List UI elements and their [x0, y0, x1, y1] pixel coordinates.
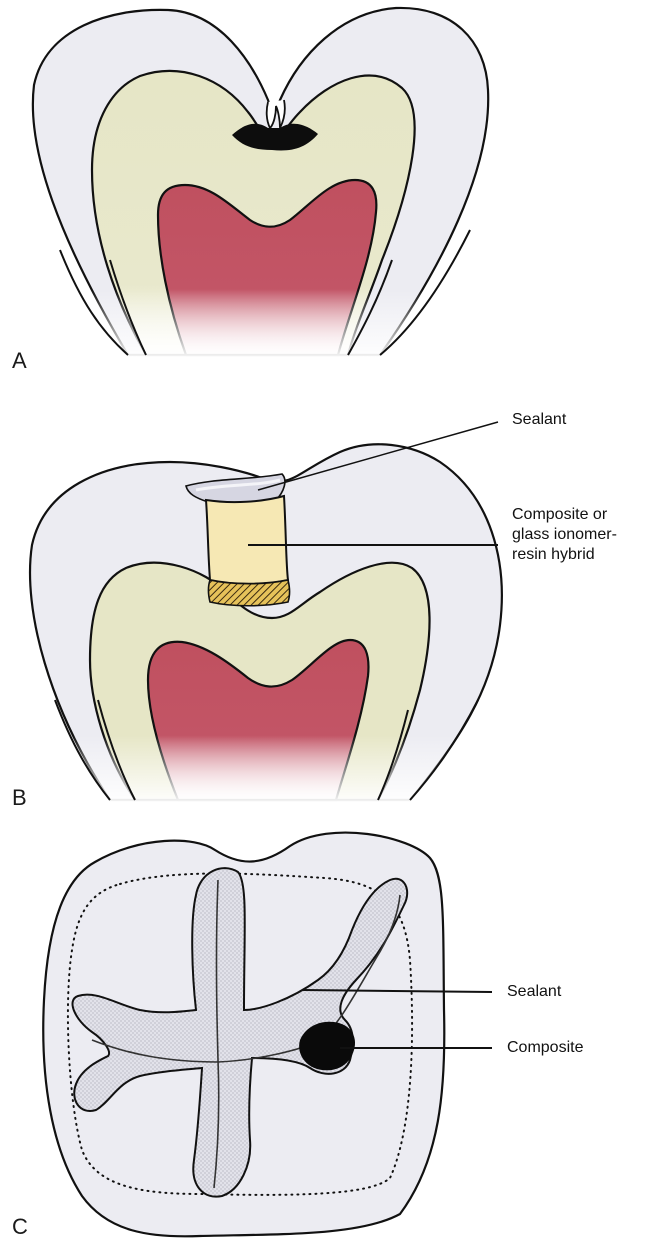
- panel-b-letter: B: [12, 785, 27, 811]
- panel-b-restoration-label-line1: Composite or: [512, 505, 607, 525]
- panel-b-restoration-label-line2: glass ionomer-: [512, 525, 617, 545]
- panel-c-occlusal-view: [43, 833, 444, 1237]
- panel-b-tooth: [20, 444, 502, 805]
- panel-b-restoration-label-line3: resin hybrid: [512, 545, 595, 565]
- panel-c-letter: C: [12, 1214, 28, 1240]
- panel-a-letter: A: [12, 348, 27, 374]
- panel-b-restoration: [206, 496, 288, 584]
- panel-b-sealant-label: Sealant: [512, 410, 566, 430]
- panel-b-root-fade: [20, 735, 500, 805]
- panel-c-composite-label: Composite: [507, 1038, 583, 1058]
- panel-a-tooth: [20, 8, 500, 360]
- panel-b-liner: [209, 580, 290, 606]
- panel-c-sealant-label: Sealant: [507, 982, 561, 1002]
